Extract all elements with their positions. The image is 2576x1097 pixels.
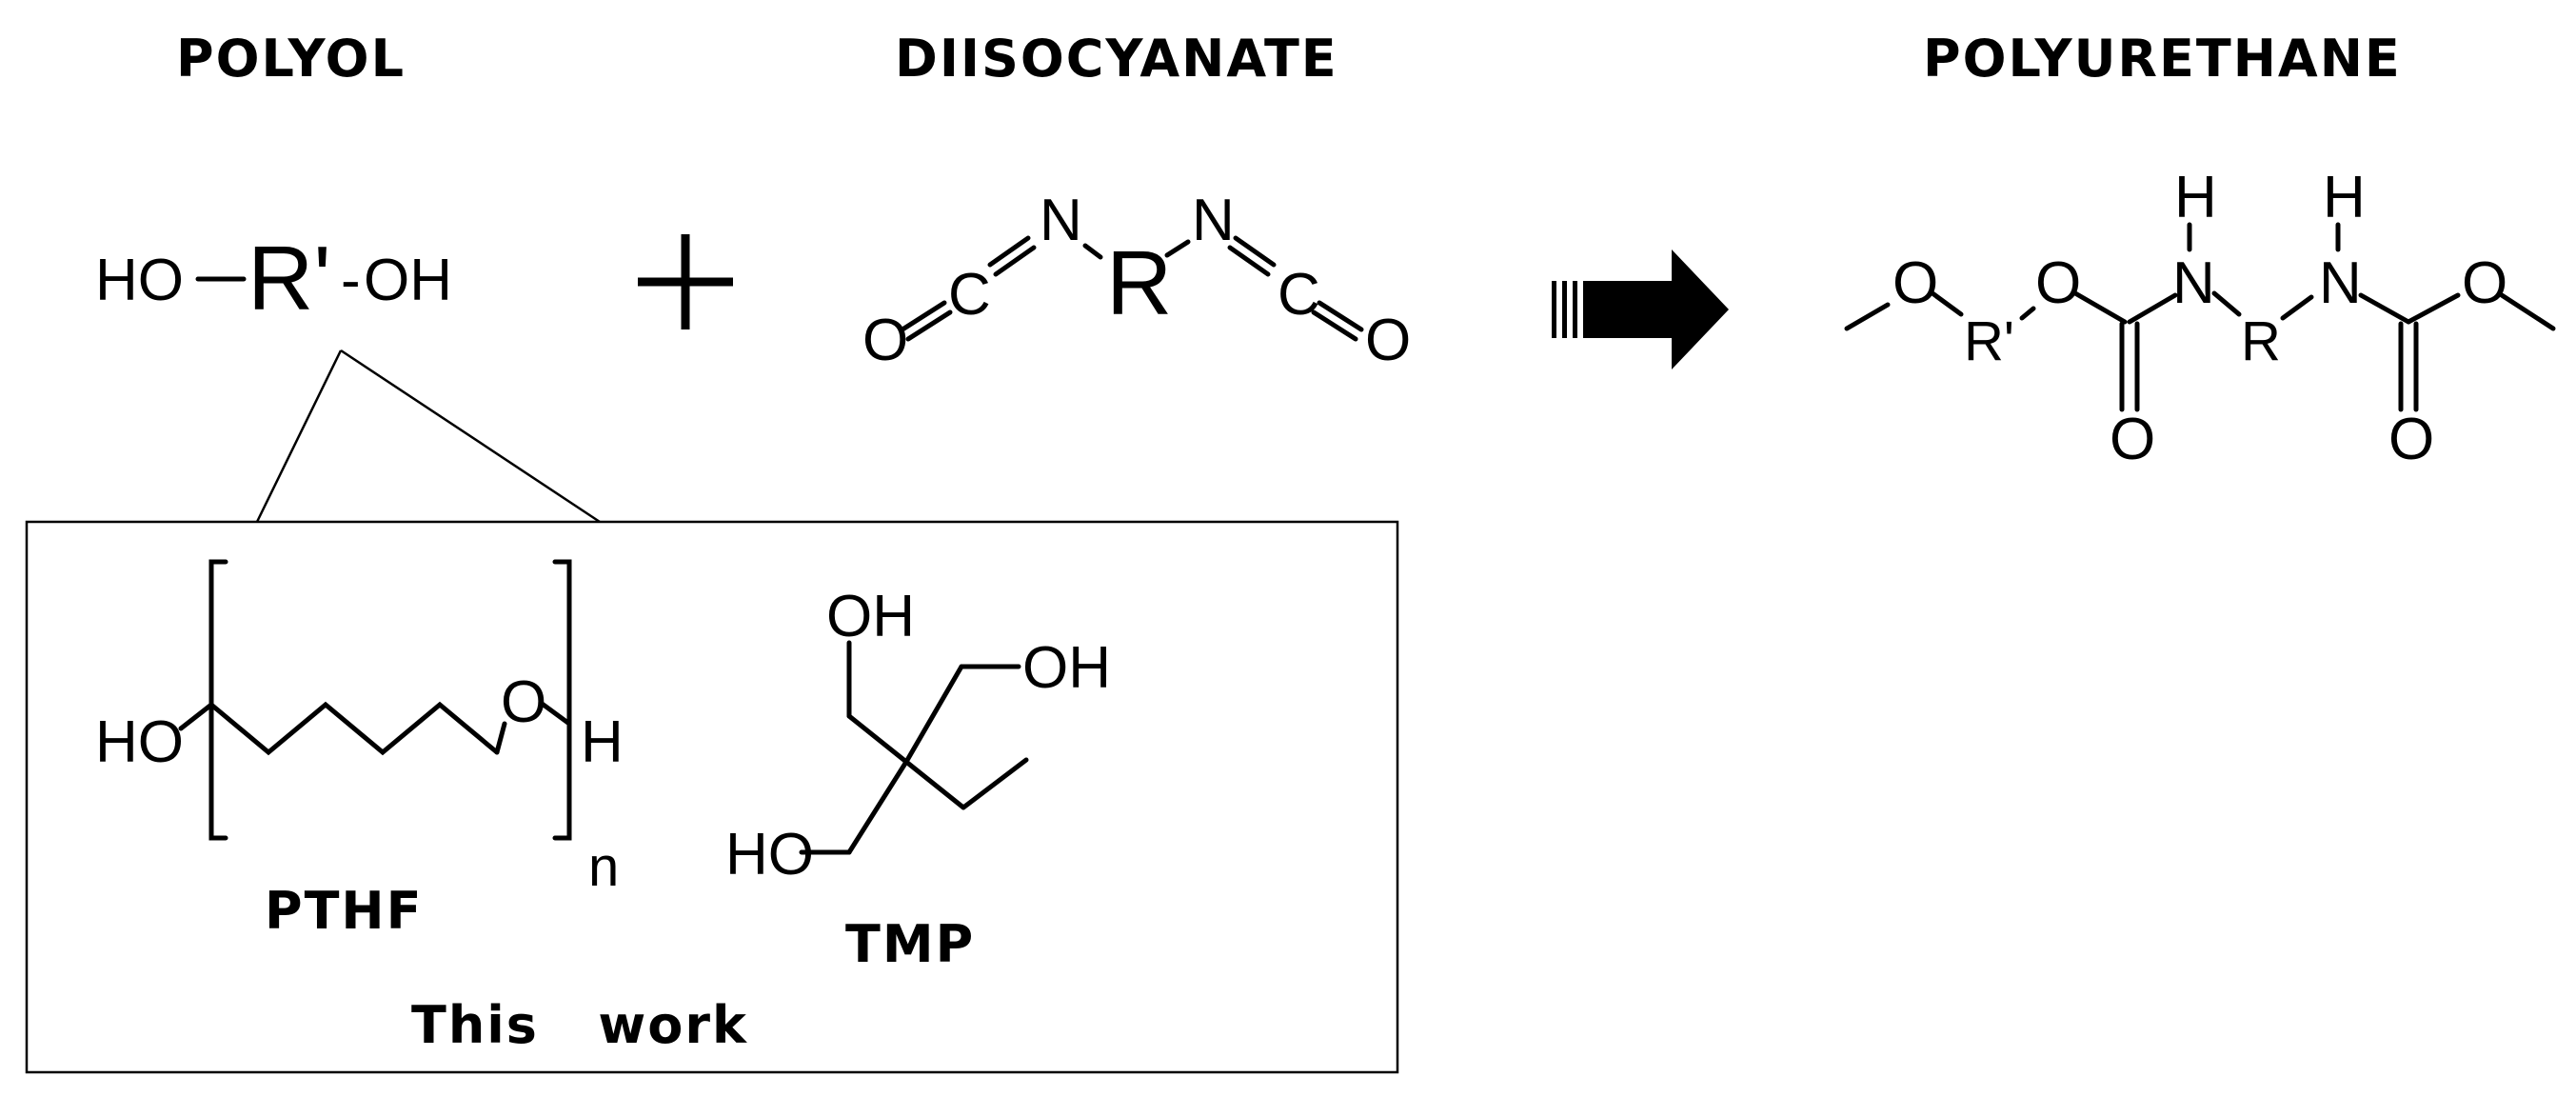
- double-bond-co-right-b: [1311, 309, 1358, 342]
- callout-line-right: [340, 349, 601, 524]
- diisocyanate-n-left: N: [1040, 188, 1082, 253]
- plus-sign: [638, 234, 733, 329]
- pthf-bond-h: [538, 700, 572, 727]
- pu-bond-o1-r: [1930, 290, 1964, 317]
- polyurethane-header: POLYURETHANE: [1923, 29, 2402, 89]
- tmp-ho-bottom: HO: [725, 822, 814, 888]
- pu-bond-o2-c: [2072, 290, 2128, 325]
- polyol-oh-atom: OH: [364, 248, 452, 313]
- tmp-oh-top: OH: [826, 584, 915, 649]
- diisocyanate-c-right: C: [1278, 262, 1320, 328]
- double-bond-oc-left-a: [900, 300, 947, 332]
- polyol-r-prime: R': [248, 228, 331, 329]
- pthf-chain: [208, 701, 500, 756]
- pu-n-left: N: [2172, 250, 2215, 316]
- pu-bond-r-n: [2280, 294, 2314, 321]
- diisocyanate-o-right: O: [1365, 308, 1411, 373]
- polyol-structure: HO R' - OH: [95, 228, 452, 329]
- double-bond-oc-left-b: [905, 309, 953, 342]
- pu-o-carbonyl-right: O: [2388, 407, 2434, 472]
- double-bond-cn-left-b: [993, 245, 1037, 277]
- pu-n-right: N: [2319, 250, 2362, 316]
- pthf-h: H: [581, 709, 624, 775]
- double-bond-nc-right-a: [1233, 235, 1277, 268]
- diisocyanate-header: DIISOCYANATE: [895, 29, 1338, 89]
- pu-bond-r-o2: [2019, 306, 2036, 321]
- pu-h-right: H: [2323, 165, 2366, 230]
- tmp-bond-top-b: [846, 713, 909, 765]
- diisocyanate-o-left: O: [862, 308, 908, 373]
- tmp-oh-right: OH: [1022, 635, 1111, 701]
- polyurethane-structure: O R' O O H N R H N O O: [1844, 165, 2556, 472]
- inset-caption: This work: [411, 995, 748, 1055]
- pu-r-prime: R': [1964, 310, 2014, 372]
- double-bond-nc-right-b: [1227, 245, 1271, 277]
- pu-bond-n-r: [2211, 290, 2242, 317]
- pthf-bond-o: [494, 721, 507, 755]
- callout-line-left: [255, 349, 343, 523]
- polyol-header: POLYOL: [176, 29, 406, 89]
- pthf-bracket-left: [208, 559, 228, 841]
- pthf-bracket-right: [552, 559, 572, 841]
- tmp-label: TMP: [845, 914, 975, 974]
- polyol-dash: -: [341, 248, 361, 313]
- pthf-subscript-n: n: [588, 836, 619, 898]
- diisocyanate-r: R: [1106, 232, 1172, 334]
- tmp-bond-bottom-a: [846, 759, 909, 855]
- bond-r-n-right: [1164, 239, 1191, 258]
- pu-o3: O: [2462, 250, 2507, 316]
- pu-o1: O: [1892, 250, 1938, 316]
- reaction-arrow: [1552, 249, 1729, 369]
- tmp-structure: OH OH HO TMP: [725, 584, 1111, 974]
- double-bond-co-right-a: [1317, 300, 1364, 332]
- pu-bond-c-o3: [2406, 292, 2461, 325]
- diisocyanate-c-left: C: [948, 262, 991, 328]
- bond-n-r-left: [1082, 243, 1103, 260]
- pu-bond-c-n-left: [2127, 292, 2178, 325]
- pthf-label: PTHF: [265, 881, 424, 941]
- pthf-structure: HO O H n PTHF: [95, 559, 624, 941]
- inset-box: [25, 520, 1399, 1074]
- double-bond-cn-left-a: [987, 235, 1031, 268]
- pu-r: R: [2241, 310, 2281, 372]
- tmp-bond-ethyl-a: [903, 759, 966, 810]
- tmp-bond-right-a: [903, 664, 964, 765]
- pu-bond-n-c-right: [2358, 292, 2411, 325]
- polyol-ho-atom: HO: [95, 248, 184, 313]
- pu-o-carbonyl-left: O: [2110, 407, 2155, 472]
- pu-o2: O: [2035, 250, 2081, 316]
- pthf-bond-0: [178, 702, 214, 731]
- tmp-bond-ethyl-b: [961, 757, 1029, 810]
- diisocyanate-structure: O C N R N C O: [862, 188, 1411, 373]
- diisocyanate-n-right: N: [1192, 188, 1235, 253]
- pu-end-bond-right: [2499, 292, 2556, 331]
- pu-h-left: H: [2174, 165, 2217, 230]
- pu-end-bond-left: [1844, 302, 1891, 331]
- pthf-ho: HO: [95, 709, 184, 775]
